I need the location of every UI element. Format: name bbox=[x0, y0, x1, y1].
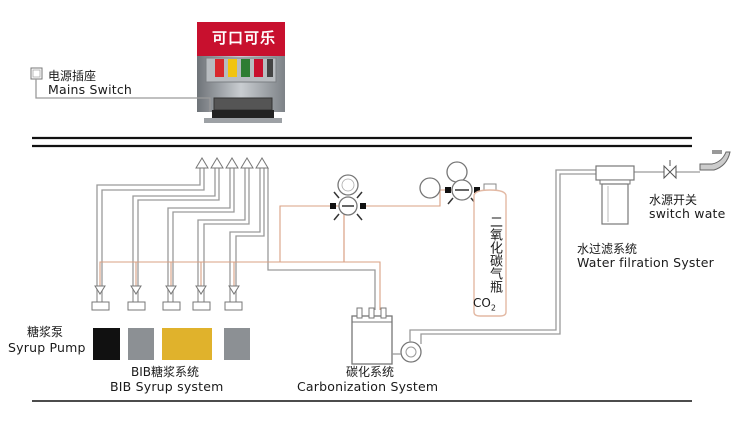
carbonator bbox=[351, 307, 422, 365]
dispenser-brand-panel bbox=[197, 22, 285, 56]
carbonization-label-en: Carbonization System bbox=[297, 379, 439, 394]
co2-cylinder-label-cn: 二氧化碳气瓶 bbox=[487, 215, 502, 293]
mains-switch-label-en: Mains Switch bbox=[48, 82, 133, 97]
water-switch-valve bbox=[663, 150, 731, 180]
syrup-pump-label-en: Syrup Pump bbox=[8, 340, 86, 355]
water-filter bbox=[595, 165, 635, 225]
pump-connectors bbox=[91, 301, 243, 311]
water-lines bbox=[409, 169, 700, 344]
co2-cylinder-label: CO2 bbox=[473, 296, 496, 312]
mains-switch-label-cn: 电源插座 bbox=[48, 69, 97, 83]
water-switch-label-cn: 水源开关 bbox=[649, 193, 698, 207]
co2-subscript: 2 bbox=[490, 303, 496, 313]
gas-lines bbox=[99, 189, 462, 310]
syrup-pump-box bbox=[93, 328, 120, 360]
syrup-lines bbox=[96, 168, 376, 310]
syrup-arrows bbox=[195, 157, 269, 169]
separator-lines bbox=[32, 136, 692, 402]
pump-connector-arrows bbox=[94, 285, 240, 295]
bib-box-gray-1 bbox=[128, 328, 154, 360]
mains-switch bbox=[30, 67, 211, 112]
water-filter-label-cn: 水过滤系统 bbox=[577, 242, 638, 256]
water-filter-label-en: Water filration Syster bbox=[577, 255, 714, 270]
bib-system-label-cn: BIB糖浆系统 bbox=[131, 365, 200, 379]
co2-symbol: CO bbox=[473, 296, 491, 310]
bib-box-gold bbox=[162, 328, 212, 360]
water-switch-label-en: switch wate bbox=[649, 206, 726, 221]
pressure-regulators bbox=[330, 161, 480, 221]
co2-cylinder bbox=[473, 183, 507, 317]
carbonization-label-cn: 碳化系统 bbox=[346, 365, 395, 379]
dispenser-logo: 可口可乐 bbox=[212, 29, 277, 47]
bib-system-label-en: BIB Syrup system bbox=[110, 379, 224, 394]
soda-dispenser-machine bbox=[197, 22, 285, 123]
bib-box-gray-2 bbox=[224, 328, 250, 360]
syrup-pump-label-cn: 糖浆泵 bbox=[27, 325, 64, 339]
